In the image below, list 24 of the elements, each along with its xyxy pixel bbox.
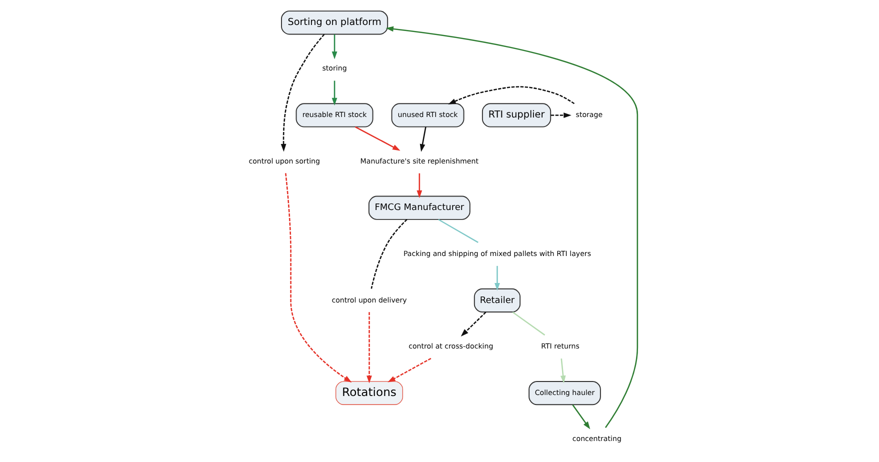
arrow: [284, 173, 352, 382]
arrow: [416, 173, 422, 198]
node-box: Retailer: [473, 288, 520, 313]
arrow: [494, 266, 500, 291]
connector: [370, 219, 407, 289]
connector: [512, 312, 545, 336]
arrow: [560, 358, 566, 384]
arrow: [460, 312, 486, 336]
arrow: [550, 112, 571, 118]
arrow: [385, 26, 638, 428]
arrow: [354, 126, 400, 151]
node-box: RTI supplier: [481, 103, 551, 128]
arrow: [366, 312, 372, 384]
node-box: Sorting on platform: [280, 10, 388, 35]
arrow: [419, 126, 426, 152]
connector: [438, 218, 478, 244]
arrow: [387, 358, 431, 382]
arrow: [572, 404, 590, 430]
arrow: [331, 80, 337, 106]
arrow: [280, 34, 324, 152]
arrow: [331, 34, 337, 60]
node-box: Rotations: [335, 381, 403, 405]
node-box: FMCG Manufacturer: [368, 196, 470, 220]
arrow: [448, 86, 574, 104]
